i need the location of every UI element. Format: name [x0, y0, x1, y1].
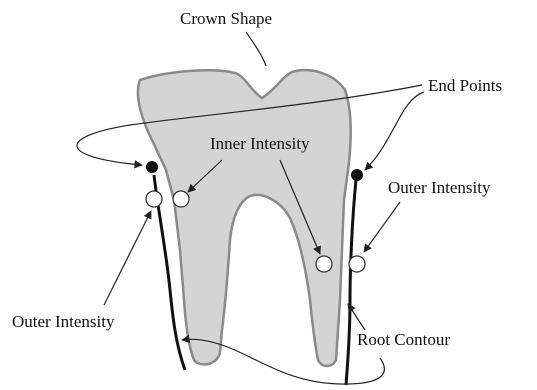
crown-shape-leader [246, 32, 266, 66]
outer-intensity-left-arrow [104, 211, 151, 305]
inner-intensity-label: Inner Intensity [210, 134, 310, 153]
end-point-right [351, 169, 363, 181]
end-point-left [146, 161, 158, 173]
tooth-shape [138, 70, 351, 366]
outer-intensity-right-circle [349, 256, 365, 272]
end-points-label: End Points [428, 76, 502, 95]
crown-shape-label: Crown Shape [180, 9, 272, 28]
root-contour-right [346, 180, 356, 385]
end-points-arrow-right [365, 92, 424, 170]
inner-intensity-left-circle [173, 191, 189, 207]
inner-intensity-right-circle [316, 256, 332, 272]
outer-intensity-left-label: Outer Intensity [12, 312, 115, 331]
outer-intensity-left-circle [146, 191, 162, 207]
outer-intensity-right-label: Outer Intensity [388, 178, 491, 197]
outer-intensity-right-arrow [364, 202, 400, 252]
root-contour-label: Root Contour [357, 330, 450, 349]
